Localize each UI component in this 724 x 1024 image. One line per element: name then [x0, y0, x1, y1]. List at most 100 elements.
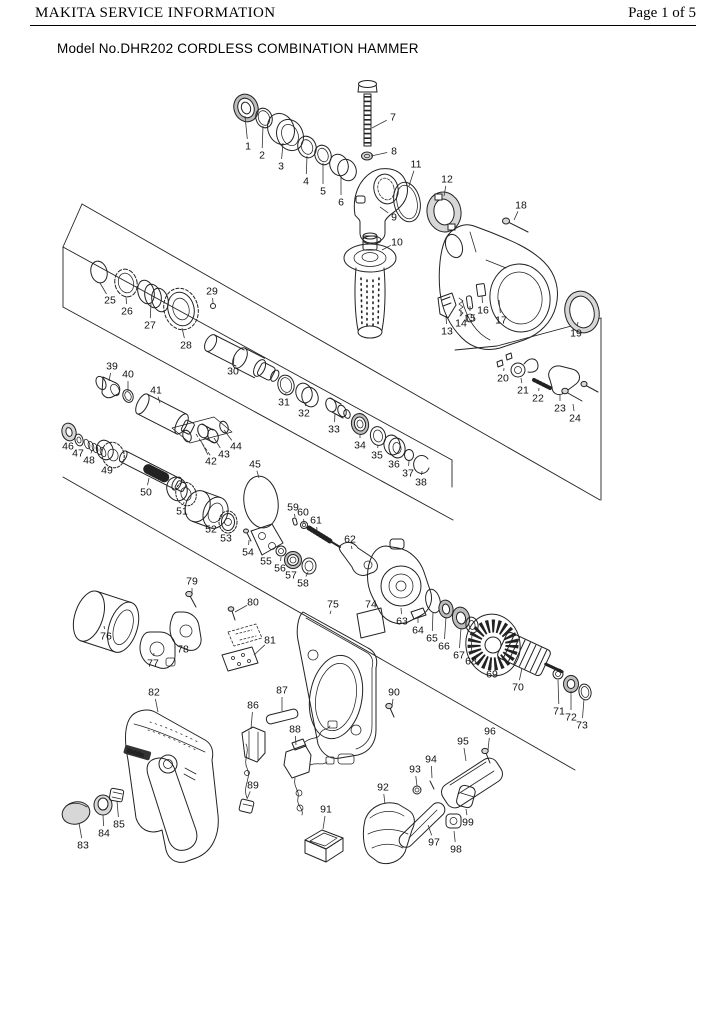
part-6-sleeve	[329, 153, 357, 182]
part-label-58: 58	[297, 578, 309, 590]
part-1-bearing	[233, 93, 259, 123]
part-25-leader-line	[99, 282, 107, 295]
part-26-leader-line	[125, 295, 127, 305]
part-label-70: 70	[512, 682, 524, 694]
part-39-striker	[95, 375, 121, 399]
part-92-leader-line	[383, 793, 386, 805]
part-67-leader-line	[459, 627, 462, 649]
part-label-20: 20	[497, 373, 509, 385]
part-label-43: 43	[218, 449, 230, 461]
part-7-leader-line	[371, 119, 387, 129]
part-59-leader-line	[294, 513, 296, 518]
part-65-leader-line	[431, 611, 434, 632]
part-label-15: 15	[464, 313, 476, 325]
part-69-fan	[465, 613, 521, 677]
part-label-83: 83	[77, 840, 89, 852]
part-80-leader-line	[234, 605, 248, 613]
part-label-44: 44	[230, 441, 242, 453]
part-13-leader-line	[445, 315, 447, 325]
part-label-81: 81	[264, 635, 276, 647]
part-label-14: 14	[455, 318, 467, 330]
part-16-block	[475, 283, 487, 297]
part-21-lever	[510, 358, 539, 378]
part-label-22: 22	[532, 393, 544, 405]
part-label-79: 79	[186, 576, 198, 588]
part-2-leader-line	[261, 125, 264, 149]
part-11-snap-ring	[393, 181, 421, 223]
part-label-23: 23	[554, 403, 566, 415]
part-63-crank-housing	[367, 538, 433, 625]
part-9-barrel-housing	[353, 168, 408, 245]
part-label-78: 78	[177, 644, 189, 656]
part-8-nut	[361, 151, 373, 161]
part-70-leader-line	[519, 667, 523, 681]
part-45-o-ring	[243, 475, 279, 529]
part-label-53: 53	[220, 533, 232, 545]
part-83-cap	[61, 801, 91, 825]
part-90-screw	[385, 702, 395, 718]
part-98-leader-line	[453, 830, 456, 843]
part-79-screw	[185, 590, 197, 608]
part-88-switch	[283, 720, 338, 816]
part-45-leader-line	[256, 470, 260, 479]
part-14-spring	[458, 297, 464, 317]
part-label-61: 61	[310, 515, 322, 527]
part-80-screw	[227, 606, 236, 621]
part-35-ring	[369, 426, 387, 446]
part-68-leader-line	[470, 631, 473, 655]
part-label-13: 13	[441, 326, 453, 338]
part-label-21: 21	[517, 385, 529, 397]
part-31-leader-line	[285, 392, 287, 396]
part-91-terminal-cover	[304, 829, 344, 863]
part-label-95: 95	[457, 736, 469, 748]
part-19-ring	[564, 290, 600, 334]
part-56-ring	[275, 545, 287, 557]
part-label-77: 77	[147, 658, 159, 670]
part-99-leader-line	[465, 808, 468, 816]
part-99-holder	[456, 784, 476, 809]
part-4-ring	[297, 135, 317, 159]
part-label-52: 52	[205, 524, 217, 536]
part-78-brush-holder	[169, 611, 202, 651]
part-71-leader-line	[557, 679, 560, 705]
part-71-washer	[552, 668, 564, 680]
part-17-leader-line	[498, 299, 501, 314]
part-93-leader-line	[415, 775, 418, 787]
part-96-leader-line	[487, 737, 490, 751]
part-7-bolt	[357, 80, 378, 147]
part-label-3: 3	[278, 161, 284, 173]
part-61-spring-bolt	[306, 525, 341, 548]
part-label-24: 24	[569, 413, 581, 425]
part-label-41: 41	[150, 385, 162, 397]
part-74-plate	[356, 607, 386, 639]
part-label-73: 73	[576, 720, 588, 732]
part-48-spring	[83, 438, 107, 458]
part-30-spindle	[204, 334, 280, 382]
part-label-64: 64	[412, 625, 424, 637]
part-59-pin	[292, 517, 298, 526]
part-label-63: 63	[396, 616, 408, 628]
part-label-72: 72	[565, 712, 577, 724]
part-89-leader-line	[246, 791, 251, 800]
part-92-base-housing	[362, 802, 415, 865]
part-25-ring	[90, 260, 108, 284]
part-label-27: 27	[144, 320, 156, 332]
part-77-brush-holder	[139, 631, 176, 669]
part-38-snap-ring	[413, 455, 430, 474]
part-label-2: 2	[259, 150, 265, 162]
part-label-29: 29	[206, 286, 218, 298]
part-95-leader-line	[463, 747, 467, 762]
part-label-85: 85	[113, 819, 125, 831]
part-36-hub	[383, 434, 406, 459]
part-50-countershaft	[118, 450, 187, 492]
part-27-leader-line	[149, 302, 152, 319]
part-65-o-ring	[425, 588, 441, 614]
part-label-5: 5	[320, 186, 326, 198]
part-83-leader-line	[78, 822, 83, 839]
part-73-ring	[578, 683, 592, 701]
part-27-ring-stack	[137, 279, 169, 313]
part-label-48: 48	[83, 455, 95, 467]
part-label-89: 89	[247, 780, 259, 792]
part-label-46: 46	[62, 441, 74, 453]
part-16-leader-line	[481, 295, 483, 304]
